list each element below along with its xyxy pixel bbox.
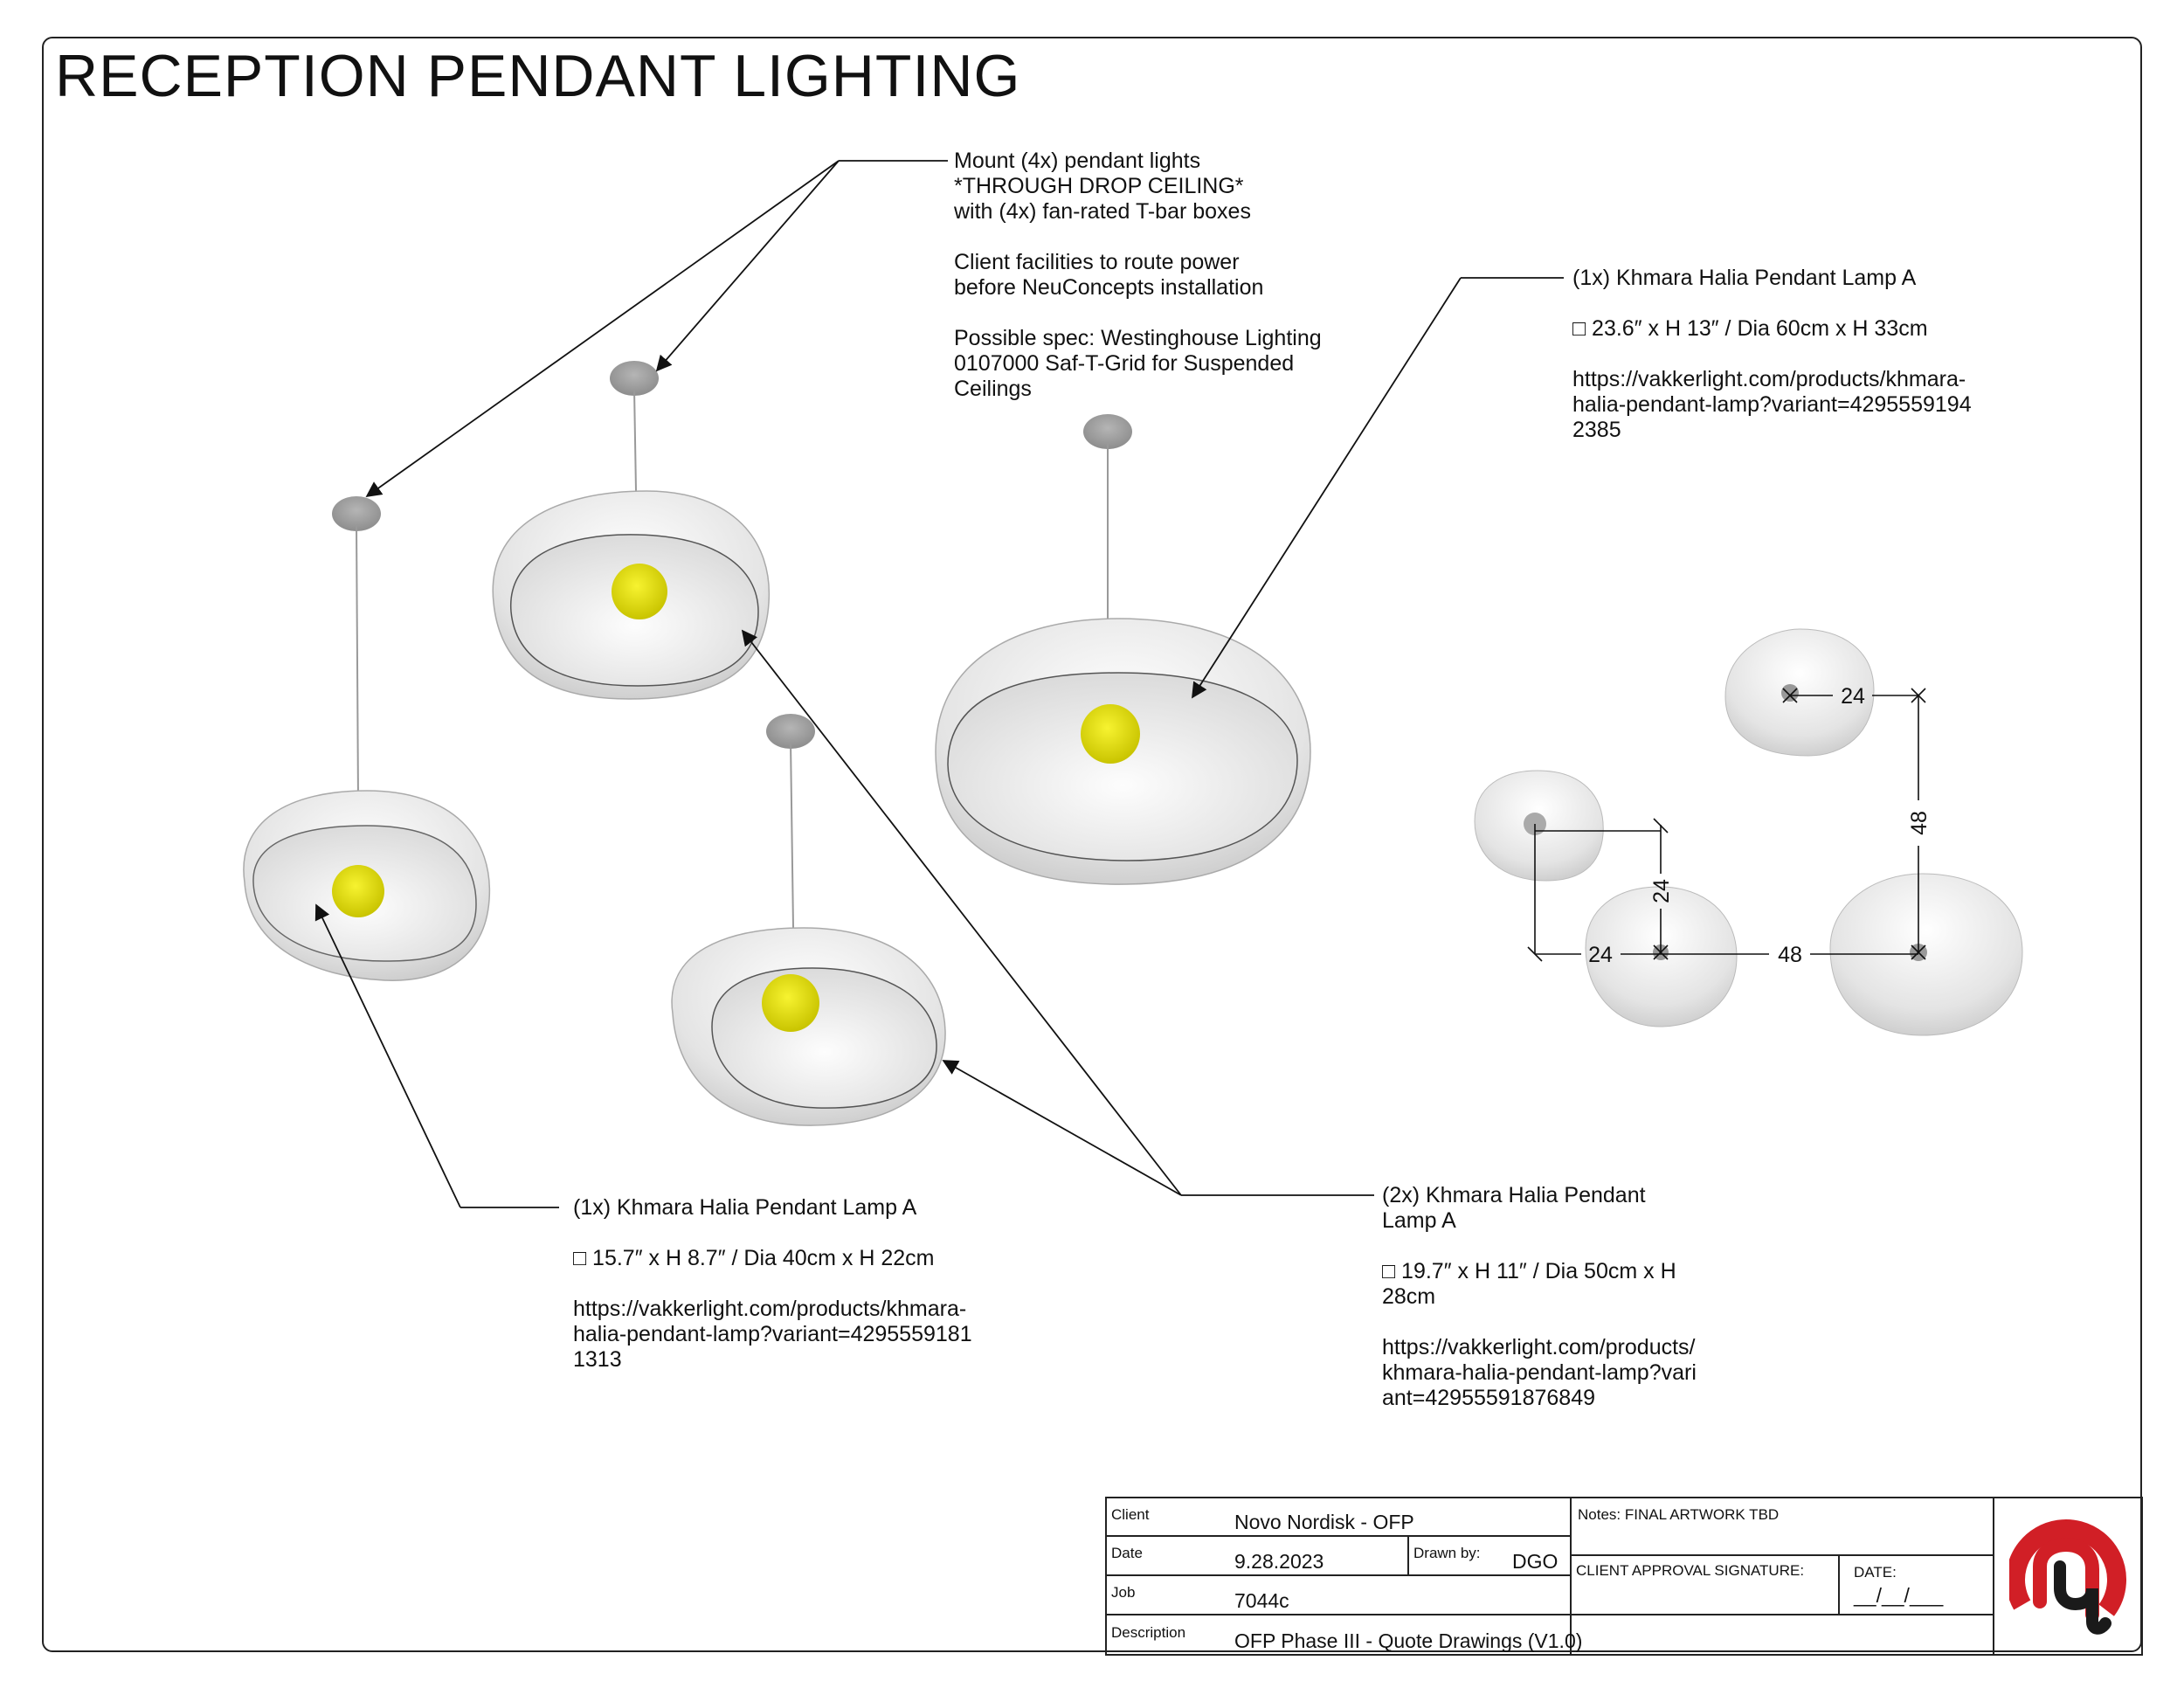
lamp-opening [947,672,1298,861]
note-url: 1313 [573,1347,622,1372]
plan-center-marker [1781,684,1799,702]
plan-view [1474,628,2023,1036]
logo-mark [2054,1560,2111,1635]
job-value: 7044c [1234,1589,1289,1612]
note-heading: Lamp A [1382,1208,1456,1233]
note-url: https://vakkerlight.com/products/khmara- [1572,367,1966,391]
client-value: Novo Nordisk - OFP [1234,1511,1414,1533]
leader-medium-to-front-lamp [942,1060,1182,1196]
note-line: Possible spec: Westinghouse Lighting [954,326,1322,350]
page-title: RECEPTION PENDANT LIGHTING [55,43,1021,109]
light-bulb [1081,704,1140,764]
note-lamp-small: (1x) Khmara Halia Pendant Lamp A □ 15.7″… [573,1195,1027,1373]
drawn-by-value: DGO [1512,1550,1559,1573]
dim-tick [1911,944,1926,960]
job-label: Job [1111,1584,1136,1601]
note-size: □ 23.6″ x H 13″ / Dia 60cm x H 33cm [1572,316,1928,341]
client-label: Client [1111,1506,1150,1523]
note-mount: Mount (4x) pendant lights *THROUGH DROP … [954,149,1373,402]
note-line: Mount (4x) pendant lights [954,149,1201,173]
client-approval-signature-label: CLIENT APPROVAL SIGNATURE: [1576,1562,1805,1579]
note-line: 0107000 Saf-T-Grid for Suspended [954,351,1295,376]
description-label: Description [1111,1624,1186,1641]
note-size: □ 15.7″ x H 8.7″ / Dia 40cm x H 22cm [573,1246,935,1270]
ceiling-canopy [1083,414,1132,449]
dim-label-bottom: 48 [1778,943,1802,967]
light-bulb [332,865,384,917]
note-heading: (1x) Khmara Halia Pendant Lamp A [573,1195,917,1220]
note-url: 2385 [1572,418,1621,442]
dim-label-left-vertical: 24 [1649,879,1674,903]
dim-label-left-horizontal: 24 [1588,943,1613,967]
note-lamp-medium: (2x) Khmara Halia Pendant Lamp A □ 19.7″… [1382,1183,1749,1411]
date-value: 9.28.2023 [1234,1550,1324,1573]
note-url: khmara-halia-pendant-lamp?vari [1382,1360,1697,1385]
dimension-lines [1527,688,1926,962]
suspension-cord [633,388,637,492]
ceiling-canopy [766,714,815,749]
note-url: https://vakkerlight.com/products/khmara- [573,1297,967,1321]
note-size: 28cm [1382,1284,1436,1309]
notes-label: Notes: FINAL ARTWORK TBD [1578,1506,1780,1523]
date-label: Date [1111,1545,1143,1561]
light-bulb [762,974,819,1032]
note-heading: (2x) Khmara Halia Pendant [1382,1183,1646,1207]
logo-mark [2033,1537,2099,1622]
suspension-cord [356,523,359,803]
leader-large-to-lamp [1192,277,1462,699]
pendant-lamp-medium-back [492,361,771,700]
note-url: halia-pendant-lamp?variant=4295559181 [573,1322,972,1346]
ceiling-canopy [332,496,381,531]
leader-small-to-lamp [314,903,461,1208]
drawn-by-label: Drawn by: [1413,1545,1481,1561]
leader-mount-to-center-canopy [655,160,840,372]
leader-mount-to-left-canopy [365,160,840,498]
logo-outer-ring [2009,1519,2126,1640]
suspension-cord [790,741,794,929]
note-url: ant=42955591876849 [1382,1386,1596,1410]
note-line: with (4x) fan-rated T-bar boxes [954,199,1251,224]
approval-date-field[interactable]: __/__/___ [1854,1584,1944,1607]
note-url: https://vakkerlight.com/products/ [1382,1335,1696,1359]
note-size: □ 19.7″ x H 11″ / Dia 50cm x H [1382,1259,1676,1283]
title-block: Client Novo Nordisk - OFP Date 9.28.2023… [1104,1496,2149,1655]
dim-tick [1782,688,1798,703]
note-line: Ceilings [954,377,1032,401]
note-lamp-large: (1x) Khmara Halia Pendant Lamp A □ 23.6″… [1572,266,2027,443]
pendant-lamp-large [935,414,1311,885]
dim-label-right-vertical: 48 [1907,811,1932,835]
company-logo [2009,1519,2126,1640]
description-value: OFP Phase III - Quote Drawings (V1.0) [1234,1629,1583,1652]
pendant-lamp-small [243,496,491,981]
note-line: *THROUGH DROP CEILING* [954,174,1244,198]
dim-label-top: 24 [1841,684,1865,709]
drawing-frame [42,37,2142,1652]
note-line: before NeuConcepts installation [954,275,1264,300]
dim-tick [1653,818,1669,834]
leader-medium-to-back-lamp [741,629,1182,1196]
dim-tick [1653,944,1669,960]
note-url: halia-pendant-lamp?variant=4295559194 [1572,392,1972,417]
light-bulb [612,564,667,619]
leader-lines [314,160,1564,1208]
note-heading: (1x) Khmara Halia Pendant Lamp A [1572,266,1917,290]
ceiling-canopy [610,361,659,396]
pendant-lamp-medium-front [671,714,946,1126]
plan-lamp-top-right [1724,628,1875,757]
dim-tick [1527,946,1543,962]
note-line: Client facilities to route power [954,250,1240,274]
dim-tick [1911,688,1926,703]
approval-date-label: DATE: [1854,1564,1897,1581]
